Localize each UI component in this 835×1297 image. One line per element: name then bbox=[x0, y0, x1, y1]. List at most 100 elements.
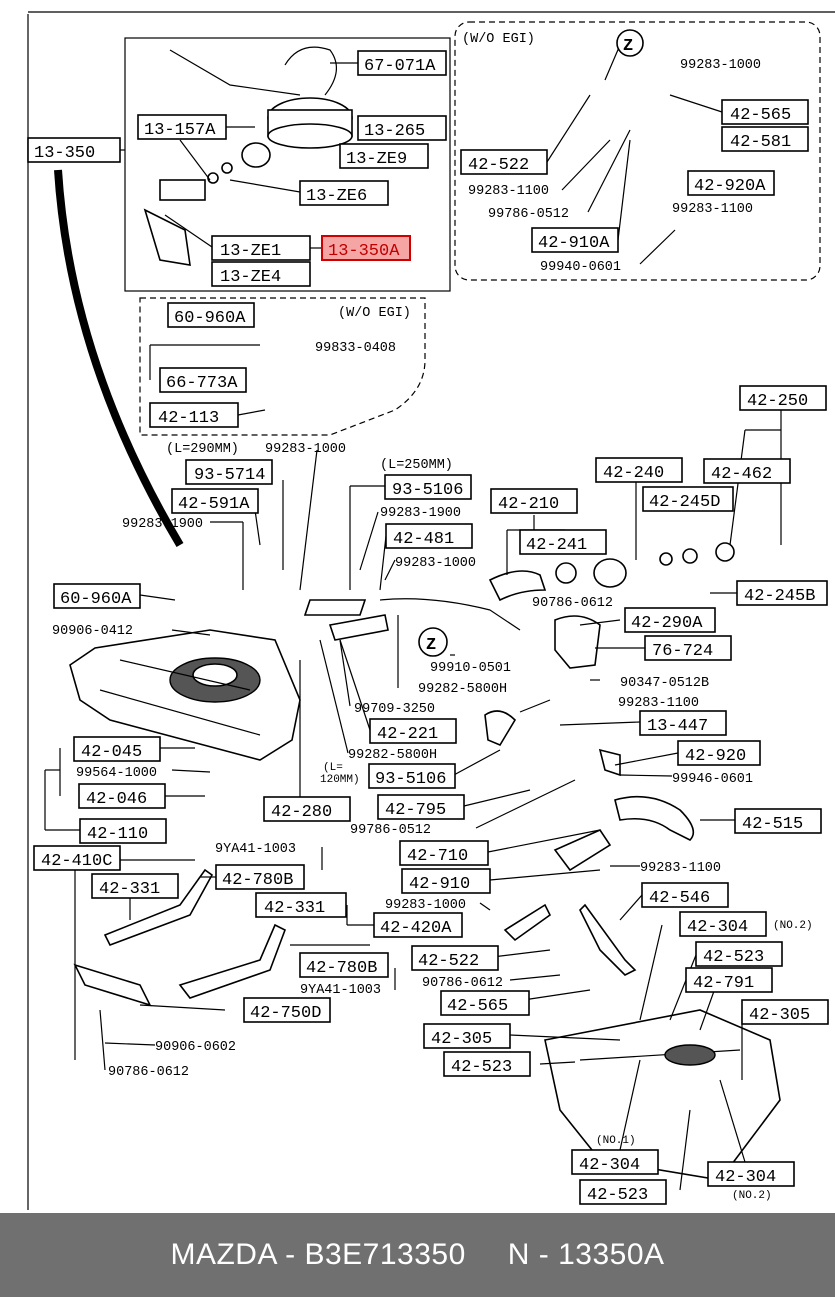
part-99833-0408[interactable]: 99833-0408 bbox=[315, 341, 396, 356]
label-42-280[interactable]: 42-280 bbox=[263, 796, 351, 822]
part-99283-1900-a[interactable]: 99283-1900 bbox=[380, 506, 461, 521]
label-42-410c[interactable]: 42-410C bbox=[33, 845, 121, 871]
part-99910-0501[interactable]: 99910-0501 bbox=[430, 661, 511, 676]
label-42-462[interactable]: 42-462 bbox=[703, 458, 791, 484]
label-67-071a[interactable]: 67-071A bbox=[357, 50, 447, 76]
part-90786-0612-a[interactable]: 90786-0612 bbox=[532, 596, 613, 611]
label-42-522-top[interactable]: 42-522 bbox=[460, 149, 548, 175]
wo-egi-sender-frame bbox=[139, 297, 426, 436]
label-42-920[interactable]: 42-920 bbox=[677, 740, 761, 766]
label-13-ze9[interactable]: 13-ZE9 bbox=[339, 143, 429, 169]
label-42-331-a[interactable]: 42-331 bbox=[91, 873, 179, 899]
label-42-245d[interactable]: 42-245D bbox=[642, 486, 734, 512]
label-42-304-a[interactable]: 42-304 bbox=[679, 911, 767, 937]
label-42-522-bottom[interactable]: 42-522 bbox=[411, 945, 499, 971]
part-99283-1100-d[interactable]: 99283-1100 bbox=[640, 861, 721, 876]
label-42-304-b[interactable]: 42-304 bbox=[571, 1149, 659, 1175]
part-90347-0512b[interactable]: 90347-0512B bbox=[620, 676, 709, 691]
label-13-157a[interactable]: 13-157A bbox=[137, 114, 227, 140]
label-42-523-b[interactable]: 42-523 bbox=[443, 1051, 531, 1077]
label-42-780b-b[interactable]: 42-780B bbox=[299, 952, 389, 978]
svg-text:42-565: 42-565 bbox=[447, 997, 508, 1016]
part-90786-0612-b[interactable]: 90786-0612 bbox=[422, 976, 503, 991]
label-13-447[interactable]: 13-447 bbox=[639, 710, 727, 736]
label-42-546[interactable]: 42-546 bbox=[641, 882, 729, 908]
label-13-ze4[interactable]: 13-ZE4 bbox=[211, 261, 311, 287]
fuel-pump-drawing bbox=[143, 46, 353, 266]
svg-text:42-546: 42-546 bbox=[649, 889, 710, 908]
label-42-780b-a[interactable]: 42-780B bbox=[215, 864, 305, 890]
label-76-724[interactable]: 76-724 bbox=[644, 635, 732, 661]
label-42-290a[interactable]: 42-290A bbox=[624, 607, 716, 633]
label-13-ze6[interactable]: 13-ZE6 bbox=[299, 180, 389, 206]
part-99283-1000-c[interactable]: 99283-1000 bbox=[395, 556, 476, 571]
label-42-331-b[interactable]: 42-331 bbox=[255, 892, 347, 918]
label-42-046[interactable]: 42-046 bbox=[78, 783, 166, 809]
note-no1: (NO.1) bbox=[596, 1135, 636, 1147]
label-42-241[interactable]: 42-241 bbox=[519, 529, 607, 555]
label-42-750d[interactable]: 42-750D bbox=[243, 997, 331, 1023]
part-99283-1000-a[interactable]: 99283-1000 bbox=[680, 58, 761, 73]
part-90906-0602[interactable]: 90906-0602 bbox=[155, 1040, 236, 1055]
label-42-221[interactable]: 42-221 bbox=[369, 718, 457, 744]
part-99786-0512-a[interactable]: 99786-0512 bbox=[488, 207, 569, 222]
label-42-515[interactable]: 42-515 bbox=[734, 808, 822, 834]
label-42-110[interactable]: 42-110 bbox=[79, 818, 167, 844]
label-42-245b[interactable]: 42-245B bbox=[736, 580, 828, 606]
part-99709-3250[interactable]: 99709-3250 bbox=[354, 702, 435, 717]
label-42-045[interactable]: 42-045 bbox=[73, 736, 161, 762]
label-42-305-a[interactable]: 42-305 bbox=[741, 999, 829, 1025]
label-93-5714[interactable]: 93-5714 bbox=[185, 459, 273, 485]
label-42-240[interactable]: 42-240 bbox=[595, 457, 683, 483]
label-93-5106-top[interactable]: 93-5106 bbox=[384, 474, 472, 500]
label-42-250[interactable]: 42-250 bbox=[739, 385, 827, 411]
label-42-910[interactable]: 42-910 bbox=[401, 868, 491, 894]
label-42-591a[interactable]: 42-591A bbox=[171, 488, 259, 514]
label-42-581[interactable]: 42-581 bbox=[721, 126, 809, 152]
label-42-920a-top[interactable]: 42-920A bbox=[687, 170, 775, 196]
part-99283-1900-b[interactable]: 99283-1900 bbox=[122, 517, 203, 532]
label-93-5106-bottom[interactable]: 93-5106 bbox=[368, 763, 456, 789]
label-60-960a-mid[interactable]: 60-960A bbox=[53, 583, 141, 609]
part-99564-1000[interactable]: 99564-1000 bbox=[76, 766, 157, 781]
label-13-350[interactable]: 13-350 bbox=[27, 137, 121, 163]
label-42-910a[interactable]: 42-910A bbox=[531, 227, 619, 253]
part-99283-1100-b[interactable]: 99283-1100 bbox=[672, 202, 753, 217]
label-13-265[interactable]: 13-265 bbox=[357, 115, 447, 141]
part-90906-0412[interactable]: 90906-0412 bbox=[52, 624, 133, 639]
label-42-305-b[interactable]: 42-305 bbox=[423, 1023, 511, 1049]
label-42-523-a[interactable]: 42-523 bbox=[695, 941, 783, 967]
part-99946-0601[interactable]: 99946-0601 bbox=[672, 772, 753, 787]
label-42-304-c[interactable]: 42-304 bbox=[707, 1161, 795, 1187]
svg-text:42-920: 42-920 bbox=[685, 747, 746, 766]
svg-text:13-157A: 13-157A bbox=[144, 121, 216, 140]
part-99282-5800h-b[interactable]: 99282-5800H bbox=[348, 748, 437, 763]
svg-text:42-515: 42-515 bbox=[742, 815, 803, 834]
part-99283-1100-c[interactable]: 99283-1100 bbox=[618, 696, 699, 711]
part-9ya41-1003-b[interactable]: 9YA41-1003 bbox=[300, 983, 381, 998]
label-42-210[interactable]: 42-210 bbox=[490, 488, 578, 514]
label-42-113[interactable]: 42-113 bbox=[149, 402, 239, 428]
part-99283-1000-b[interactable]: 99283-1000 bbox=[265, 442, 346, 457]
label-42-565-top[interactable]: 42-565 bbox=[721, 99, 809, 125]
label-13-ze1[interactable]: 13-ZE1 bbox=[211, 235, 311, 261]
label-42-791[interactable]: 42-791 bbox=[685, 967, 773, 993]
label-42-523-c[interactable]: 42-523 bbox=[579, 1179, 667, 1205]
svg-text:93-5106: 93-5106 bbox=[392, 481, 463, 500]
label-42-565-bottom[interactable]: 42-565 bbox=[440, 990, 530, 1016]
label-42-710[interactable]: 42-710 bbox=[399, 840, 489, 866]
label-13-350a-highlighted[interactable]: 13-350A bbox=[321, 235, 411, 261]
label-42-420a[interactable]: 42-420A bbox=[373, 912, 463, 938]
label-60-960a-top[interactable]: 60-960A bbox=[167, 302, 255, 328]
label-42-795[interactable]: 42-795 bbox=[377, 794, 465, 820]
part-9ya41-1003-a[interactable]: 9YA41-1003 bbox=[215, 842, 296, 857]
part-99940-0601[interactable]: 99940-0601 bbox=[540, 260, 621, 275]
label-42-481[interactable]: 42-481 bbox=[385, 523, 473, 549]
svg-text:42-331: 42-331 bbox=[99, 880, 160, 899]
part-99282-5800h-a[interactable]: 99282-5800H bbox=[418, 682, 507, 697]
label-66-773a[interactable]: 66-773A bbox=[159, 367, 247, 393]
part-99283-1000-d[interactable]: 99283-1000 bbox=[385, 898, 466, 913]
part-99786-0512-b[interactable]: 99786-0512 bbox=[350, 823, 431, 838]
part-90786-0612-c[interactable]: 90786-0612 bbox=[108, 1065, 189, 1080]
part-99283-1100-a[interactable]: 99283-1100 bbox=[468, 184, 549, 199]
